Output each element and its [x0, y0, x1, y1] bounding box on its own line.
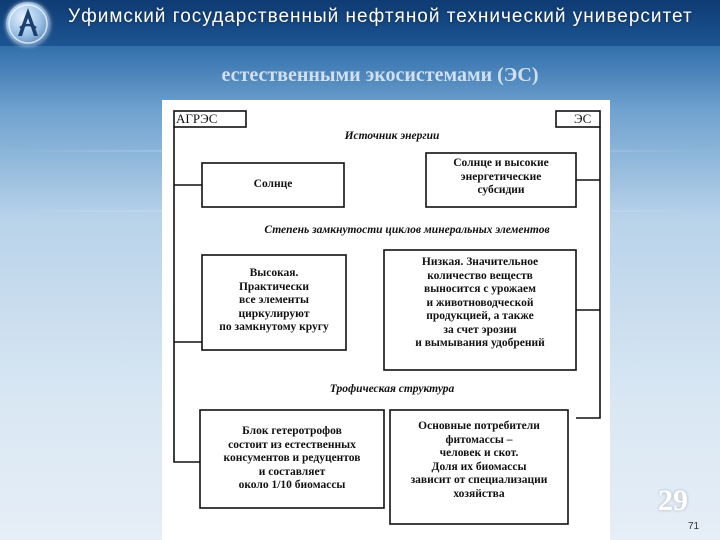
text-line: хозяйства — [453, 487, 505, 500]
text-line: и составляет — [258, 465, 326, 478]
text-line: Практически — [238, 280, 310, 293]
text-line: энергетические — [460, 170, 542, 183]
sub-page-number: 71 — [688, 521, 700, 532]
text-line: все элементы — [238, 294, 310, 306]
caption-trophic-structure: Трофическая структура — [329, 383, 455, 395]
text-line: продукцией, а также — [426, 310, 534, 322]
text-line: Основные потребители — [418, 420, 540, 432]
text-line: и животноводческой — [426, 296, 534, 309]
text-line: состоит из естественных — [228, 438, 356, 451]
text-line: количество веществ — [427, 269, 533, 282]
university-logo-icon — [6, 2, 50, 46]
text-line: Высокая. — [249, 267, 299, 279]
header-bar: Уфимский государственный нефтяной технич… — [0, 0, 720, 46]
caption-cycle-closure: Степень замкнутости циклов минеральных э… — [264, 224, 550, 236]
text-line: Низкая. Значительное — [421, 256, 539, 268]
text-line: по замкнутому кругу — [219, 321, 329, 333]
box-agres-trophic: Блок гетеротрофов состоит из естественны… — [200, 425, 384, 493]
text-line: за счет эрозии — [443, 323, 517, 336]
text-line: Блок гетеротрофов — [242, 425, 342, 437]
text-line: около 1/10 биомассы — [238, 479, 346, 491]
diagram-scan: АГРЭС ЭС Источник энергии Солнце Солнце … — [162, 100, 610, 540]
text-line: и вымывания удобрений — [415, 337, 545, 349]
diagram-lines — [173, 110, 601, 525]
text-line: Солнце и высокие — [453, 157, 549, 169]
box-es-energy: Солнце и высокие энергетические субсидии — [426, 157, 576, 198]
box-agres-energy: Солнце — [253, 178, 293, 190]
page-number: 29 — [658, 484, 688, 517]
caption-energy-source: Источник энергии — [344, 130, 440, 142]
text-line: фитомассы – — [445, 433, 513, 446]
text-line: субсидии — [477, 184, 525, 196]
box-es-trophic: Основные потребители фитомассы – человек… — [390, 420, 568, 501]
text-line: Доля их биомассы — [431, 460, 527, 473]
text-line: человек и скот. — [439, 447, 519, 459]
box-agres-cycles: Высокая. Практически все элементы циркул… — [202, 267, 346, 335]
text-line: выносится с урожаем — [424, 283, 536, 295]
text-line: консументов и редуцентов — [223, 452, 361, 464]
box-es-cycles: Низкая. Значительное количество веществ … — [384, 256, 576, 351]
corner-label-agres: АГРЭС — [176, 111, 218, 126]
slide-title: естественными экосистемами (ЭС) — [221, 64, 539, 86]
text-line: циркулируют — [238, 307, 310, 320]
university-name: Уфимский государственный нефтяной технич… — [68, 6, 693, 27]
text-line: зависит от специализации — [410, 474, 548, 486]
corner-label-es: ЭС — [574, 111, 592, 126]
